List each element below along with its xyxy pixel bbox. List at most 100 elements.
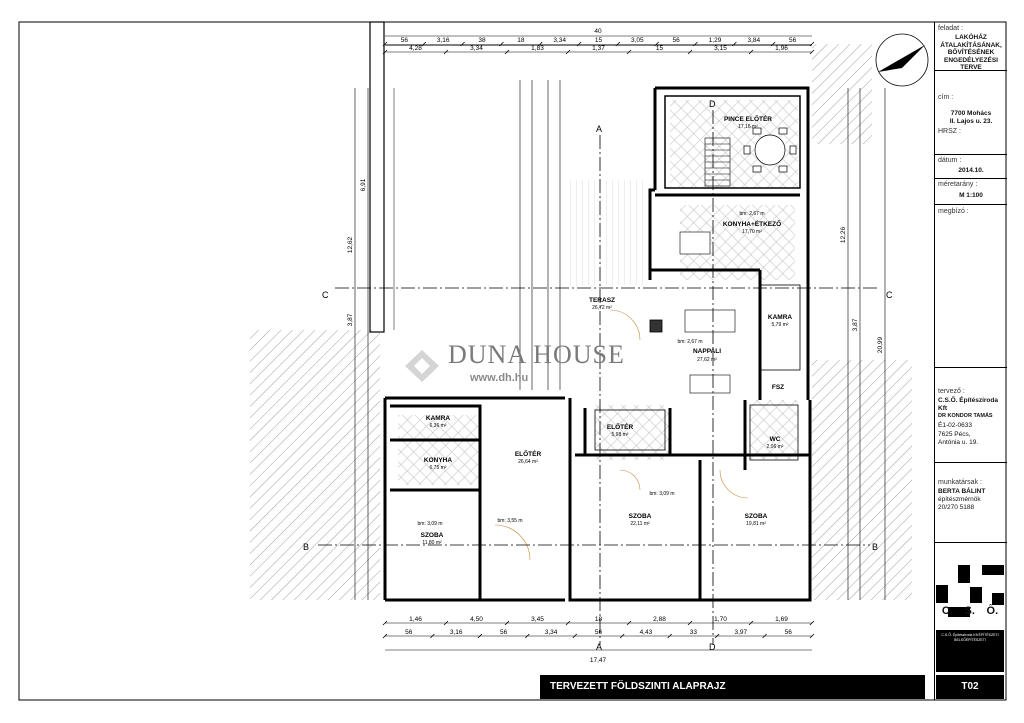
svg-text:B: B: [303, 542, 309, 552]
svg-text:D: D: [709, 642, 716, 652]
dimension-label: 38: [478, 37, 486, 44]
room-name: KONYHA: [424, 457, 452, 464]
dimension-label: 3,16: [450, 629, 463, 636]
room-name: KAMRA: [426, 415, 450, 422]
drawing-code: T02: [936, 675, 1004, 699]
dimension-tick: [748, 49, 754, 55]
room-area: 6,36 m²: [430, 423, 447, 429]
dimension-label: 3,34: [545, 629, 558, 636]
room-area: 22,11 m²: [630, 521, 650, 527]
room-area: 17,16 m²: [738, 124, 758, 130]
height-mark: bm: 2,67 m: [677, 339, 702, 345]
dimension-label: 3,34: [470, 45, 483, 52]
logo-letter: S.: [964, 605, 975, 617]
room-name: KAMRA: [768, 314, 792, 321]
dimension-tick: [654, 41, 659, 47]
room-name: FSZ: [772, 384, 784, 391]
date-value: 2014.10.: [958, 167, 984, 174]
dimension-label: 3,97: [734, 629, 747, 636]
dimension-label: 1,37: [592, 45, 605, 52]
dimension-tick: [687, 49, 693, 55]
dimension-label: 15: [595, 37, 603, 44]
hrsz-label: HRSZ :: [938, 128, 961, 135]
dimension-tick: [382, 49, 388, 55]
height-mark: bm: 3,55 m: [497, 518, 522, 524]
top-total-dim: 40: [594, 28, 602, 35]
room-area: 17,70 m²: [742, 229, 762, 235]
dimension-tick: [460, 41, 465, 47]
dimension-label: 1,69: [775, 616, 788, 623]
north-arrow: [875, 33, 929, 87]
dimension-label: 56: [500, 629, 508, 636]
dimension-label: 3,34: [553, 37, 566, 44]
staff-role: építészmérnök: [938, 496, 981, 503]
dimension-label: 4,50: [470, 616, 483, 623]
room-name: TERASZ: [589, 297, 615, 304]
dimension-tick: [477, 633, 483, 639]
stairs: [704, 137, 731, 187]
designer-label: tervező :: [938, 388, 965, 395]
dimension-tick: [382, 633, 388, 639]
dimension-tick: [714, 633, 720, 639]
svg-text:A: A: [596, 642, 602, 652]
dimension-tick: [809, 620, 815, 626]
designer-street: Antónia u. 19.: [938, 439, 979, 446]
designer-name: DR KONDOR TAMÁS: [938, 413, 993, 419]
room-name: NAPPALI: [693, 348, 721, 355]
room-area: 2,06 m²: [767, 444, 784, 450]
room-area: 5,79 m²: [772, 322, 789, 328]
room-area: 26,72 m²: [592, 305, 612, 311]
dimension-label: 3,45: [531, 616, 544, 623]
dimension-tick: [809, 49, 815, 55]
dimension-label: 56: [595, 629, 603, 636]
dimension-label: 3,05: [631, 37, 644, 44]
room-name: WC: [770, 436, 781, 443]
dimension-label: 4,43: [640, 629, 653, 636]
room-name: PINCE ELŐTÉR: [724, 114, 772, 123]
logo-letter: C.: [941, 605, 953, 617]
dimension-label: 4,28: [409, 45, 422, 52]
dimension-tick: [572, 633, 578, 639]
dimension-label: 18: [517, 37, 525, 44]
room-area: 19,81 m²: [746, 521, 766, 527]
firm-logo-subtitle: C.S.Ő. Építésziroda Kft ÉPÍTÉSZETI BELSŐ…: [936, 630, 1004, 672]
dimension-label: 56: [401, 37, 409, 44]
dimension-tick: [525, 633, 530, 639]
dimension-label: 1,83: [531, 45, 544, 52]
dimension-tick: [565, 49, 571, 55]
room-labels: PINCE ELŐTÉR 17,16 m² KONYHA+ÉTKEZŐ 17,7…: [421, 114, 793, 546]
watermark-logo-icon: [405, 350, 439, 382]
right-dim-3: 20,99: [877, 336, 884, 353]
dimension-tick: [565, 620, 571, 626]
designer-reg: É1-02-0633: [938, 422, 972, 429]
left-dim-3: 3,87: [347, 313, 354, 326]
dimension-label: 1,46: [409, 616, 422, 623]
dimension-label: 56: [785, 629, 793, 636]
room-area: 27,62 m²: [697, 357, 717, 363]
neighbor-hatch-left: [250, 330, 380, 600]
neighbor-hatch-right-top: [812, 44, 872, 144]
right-dim-2: 3,87: [852, 318, 859, 331]
staff-label: munkatársak :: [938, 479, 982, 486]
dimension-label: 18: [595, 616, 603, 623]
dimension-tick: [693, 41, 698, 47]
dimension-label: 15: [656, 45, 664, 52]
dimension-tick: [809, 41, 815, 47]
svg-text:C: C: [886, 290, 893, 300]
dimension-tick: [430, 633, 435, 639]
dimension-tick: [770, 41, 776, 47]
room-area: 11,80 m²: [422, 540, 442, 546]
svg-text:A: A: [596, 124, 602, 134]
room-name: ELŐTÉR: [607, 422, 634, 431]
logo-letter: Ő.: [986, 605, 999, 617]
dining-table: [743, 127, 797, 173]
height-mark: bm: 2,67 m: [739, 211, 764, 217]
staff-phone: 20/270 5188: [938, 504, 975, 511]
room-name: SZOBA: [421, 532, 444, 539]
scale-label: méretarány :: [938, 181, 978, 188]
dimension-tick: [762, 633, 767, 639]
dimension-label: 3,16: [437, 37, 450, 44]
room-area: 5,98 m²: [612, 432, 629, 438]
dimension-tick: [504, 620, 510, 626]
